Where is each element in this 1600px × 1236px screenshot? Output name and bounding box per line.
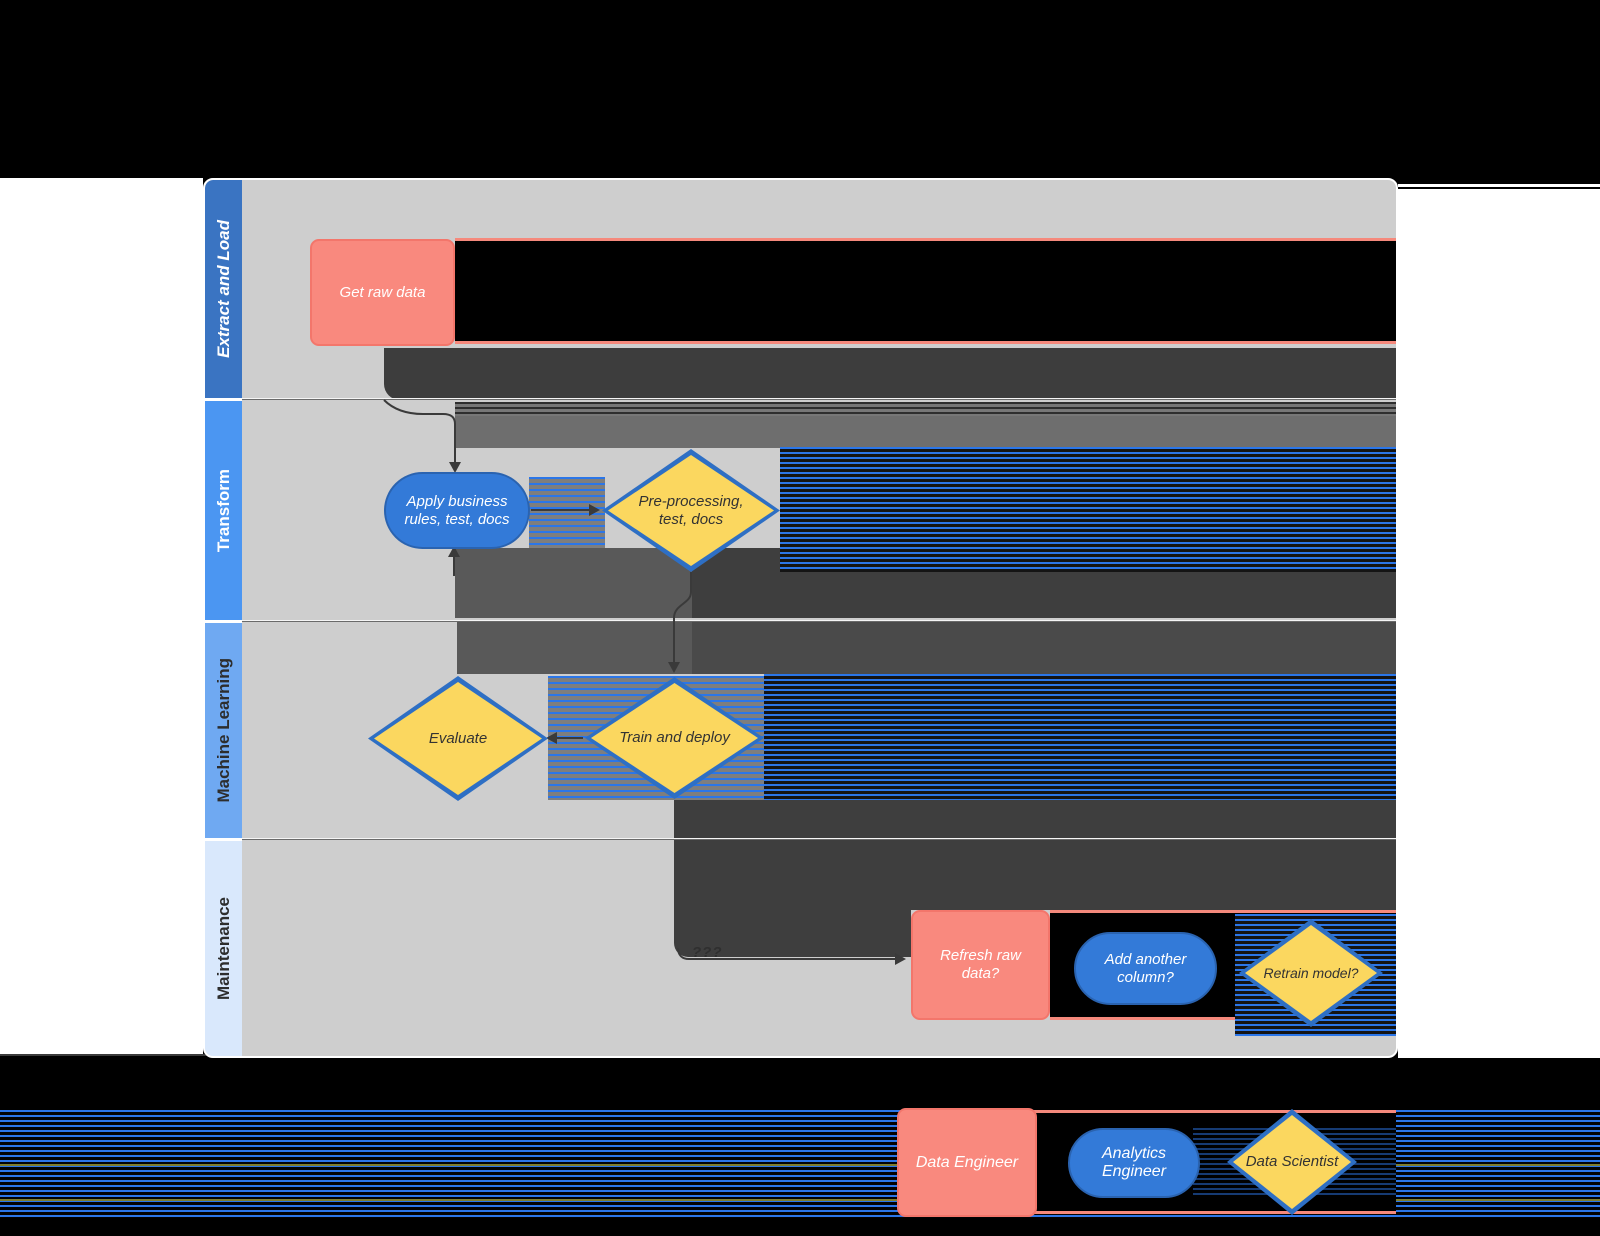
top-right-glitch-stripes (1398, 182, 1600, 191)
lane-divider (242, 398, 1396, 400)
lane-machine-learning: Machine Learning (205, 623, 242, 838)
node-get-raw-data[interactable]: Get raw data (310, 239, 455, 346)
node-add-another-column[interactable]: Add another column? (1074, 932, 1217, 1005)
lane-transform: Transform (205, 401, 242, 620)
legend-analytics-engineer[interactable]: Analytics Engineer (1068, 1128, 1200, 1198)
connector-layer (383, 399, 906, 965)
node-preprocessing[interactable]: Pre-processing, test, docs (602, 449, 780, 572)
node-label: Add another column? (1104, 950, 1187, 986)
node-label: Refresh raw data? (940, 947, 1021, 982)
lane-divider (242, 620, 1396, 622)
legend-label: Data Engineer (915, 1153, 1019, 1171)
lane-extract-and-load: Extract and Load (205, 180, 242, 398)
smear-band-gray (455, 402, 1396, 448)
node-label: Retrain model? (1263, 965, 1359, 981)
legend-glitch-line (0, 1199, 1600, 1201)
smear-stripes-blue (764, 674, 1396, 800)
node-label: Evaluate (428, 729, 488, 747)
smear-band-black (455, 238, 1396, 344)
legend-data-scientist[interactable]: Data Scientist (1227, 1109, 1357, 1215)
node-apply-business-rules[interactable]: Apply business rules, test, docs (384, 472, 530, 549)
legend-glitch-line (0, 1164, 1600, 1166)
page-margin-right (1398, 182, 1600, 1058)
node-train-and-deploy[interactable]: Train and deploy (585, 677, 764, 799)
lane-divider (242, 838, 1396, 840)
legend-label: Analytics Engineer (1101, 1145, 1167, 1180)
node-label: Train and deploy (619, 729, 730, 746)
connector-label: ??? (692, 944, 723, 961)
smear-stripes-blue (780, 447, 1396, 572)
smear-band-dark (692, 622, 1396, 674)
smear-band-dark (674, 910, 911, 957)
node-retrain-model[interactable]: Retrain model? (1239, 919, 1383, 1027)
margin-bottom-line (0, 1054, 207, 1056)
legend-data-engineer[interactable]: Data Engineer (897, 1108, 1037, 1217)
node-refresh-raw-data[interactable]: Refresh raw data? (911, 910, 1050, 1020)
legend-label: Data Scientist (1245, 1153, 1339, 1170)
node-evaluate[interactable]: Evaluate (368, 676, 548, 801)
smear-band-dark (674, 800, 1396, 910)
node-label: Pre-processing, test, docs (638, 492, 744, 528)
node-label: Get raw data (339, 283, 426, 301)
smear-band-medium (457, 622, 692, 674)
page-margin-left (0, 178, 203, 1056)
smear-band-dark (384, 348, 1396, 400)
lane-maintenance: Maintenance (205, 841, 242, 1056)
node-label: Apply business rules, test, docs (404, 492, 510, 528)
smear-band-medium (455, 548, 692, 618)
flowchart-canvas: Extract and Load Transform Machine Learn… (203, 178, 1398, 1058)
